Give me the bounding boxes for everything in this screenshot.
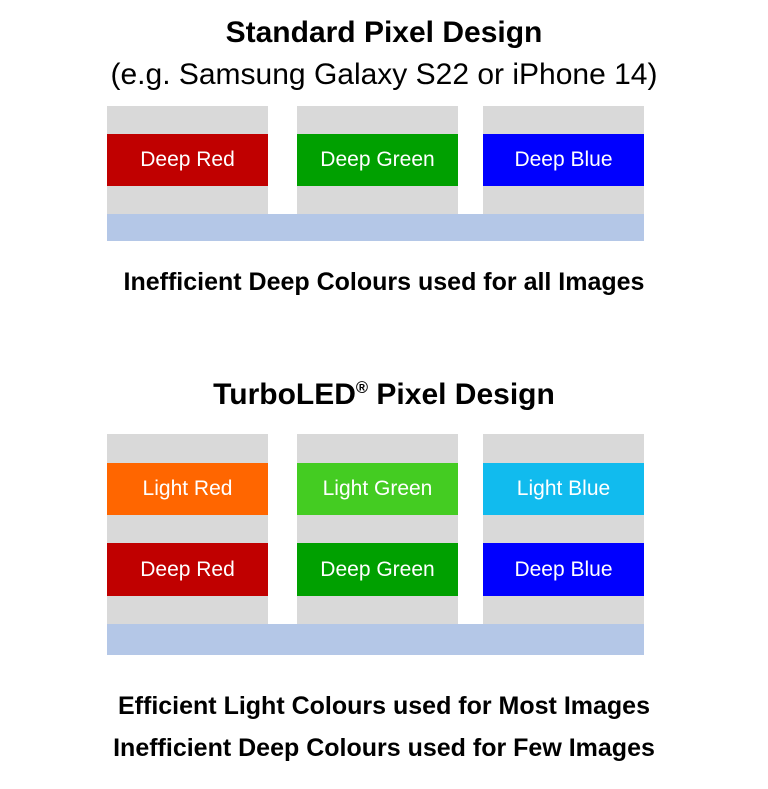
turboled-subpixel-deep-red: Deep Red [107,543,268,596]
turboled-subpixel-deep-red-label: Deep Red [140,557,235,581]
standard-subpixel-deep-green: Deep Green [297,134,458,186]
turboled-brand: TurboLED [213,378,356,411]
standard-subpixel-deep-red-label: Deep Red [140,148,235,171]
turboled-subpixel-light-red-label: Light Red [142,477,233,500]
turboled-pixel-title: TurboLED® Pixel Design [0,378,768,412]
turboled-subpixel-light-green-label: Light Green [322,477,433,500]
turboled-subpixel-light-blue: Light Blue [483,463,644,515]
turboled-caption-line-2: Inefficient Deep Colours used for Few Im… [113,734,655,762]
turboled-caption-line-1: Efficient Light Colours used for Most Im… [118,692,650,720]
standard-subpixel-deep-blue: Deep Blue [483,134,644,186]
standard-pixel-subtitle-text: (e.g. Samsung Galaxy S22 or iPhone 14) [110,58,658,91]
registered-mark: ® [355,379,369,397]
turboled-subpixel-light-blue-label: Light Blue [516,477,611,500]
turboled-subpixel-deep-green-label: Deep Green [320,557,435,581]
standard-subpixel-deep-green-label: Deep Green [320,148,435,171]
turboled-subpixel-deep-blue: Deep Blue [483,543,644,596]
standard-subpixel-deep-red: Deep Red [107,134,268,186]
turboled-subpixel-deep-green: Deep Green [297,543,458,596]
standard-pixel-caption: Inefficient Deep Colours used for all Im… [123,268,645,296]
turboled-substrate [107,624,644,655]
standard-substrate [107,214,644,241]
turboled-title-rest: Pixel Design [368,378,555,411]
standard-pixel-title: Standard Pixel Design [225,16,543,49]
turboled-subpixel-light-red: Light Red [107,463,268,515]
standard-subpixel-deep-blue-label: Deep Blue [514,148,613,171]
standard-pixel-subtitle: (e.g. Samsung Galaxy S22 or iPhone 14) [0,58,768,92]
turboled-subpixel-deep-blue-label: Deep Blue [514,557,613,581]
turboled-subpixel-light-green: Light Green [297,463,458,515]
